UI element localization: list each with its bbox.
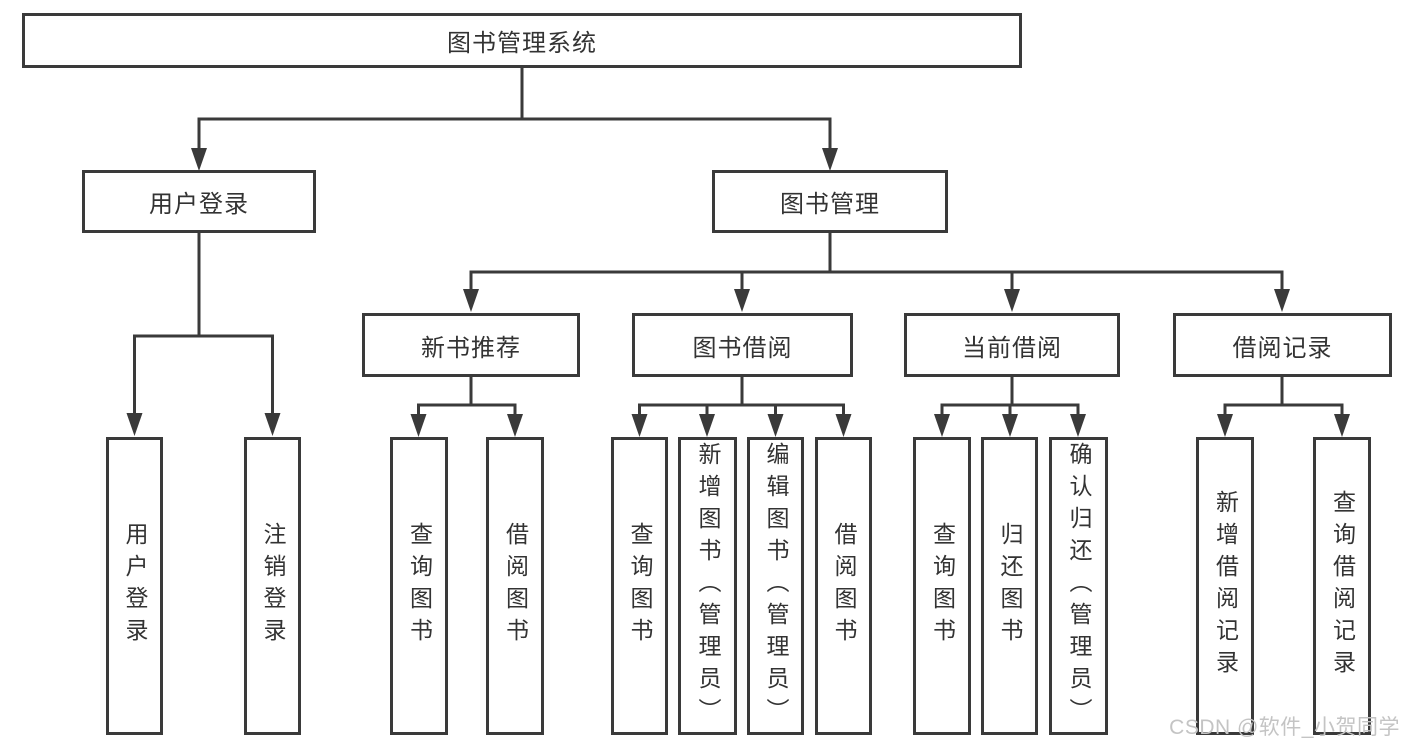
node-borrow-records: 借阅记录: [1173, 313, 1392, 377]
leaf-records-add-record: 新增借阅记录: [1196, 437, 1254, 735]
leaf-borrow-edit-book: 编辑图书（管理员）: [747, 437, 804, 735]
leaf-borrow-query-book: 查询图书: [611, 437, 668, 735]
leaf-current-return-book: 归还图书: [981, 437, 1038, 735]
node-root: 图书管理系统: [22, 13, 1022, 68]
node-book-management: 图书管理: [712, 170, 948, 233]
leaf-borrow-add-book: 新增图书（管理员）: [678, 437, 737, 735]
node-book-borrow: 图书借阅: [632, 313, 853, 377]
leaf-logout: 注销登录: [244, 437, 301, 735]
leaf-user-login: 用户登录: [106, 437, 163, 735]
node-current-borrow: 当前借阅: [904, 313, 1120, 377]
leaf-newrec-query-book: 查询图书: [390, 437, 448, 735]
connector-lines: [133, 68, 1344, 414]
leaf-records-query-record: 查询借阅记录: [1313, 437, 1371, 735]
node-user-login: 用户登录: [82, 170, 316, 233]
csdn-watermark: CSDN @软件_小贺同学: [1169, 716, 1400, 739]
leaf-borrow-borrow-book: 借阅图书: [815, 437, 872, 735]
leaf-newrec-borrow-book: 借阅图书: [486, 437, 544, 735]
leaf-current-confirm-return: 确认归还（管理员）: [1049, 437, 1108, 735]
node-new-book-recommend: 新书推荐: [362, 313, 580, 377]
arrowhead-icon: [126, 148, 1350, 437]
leaf-current-query-book: 查询图书: [913, 437, 971, 735]
